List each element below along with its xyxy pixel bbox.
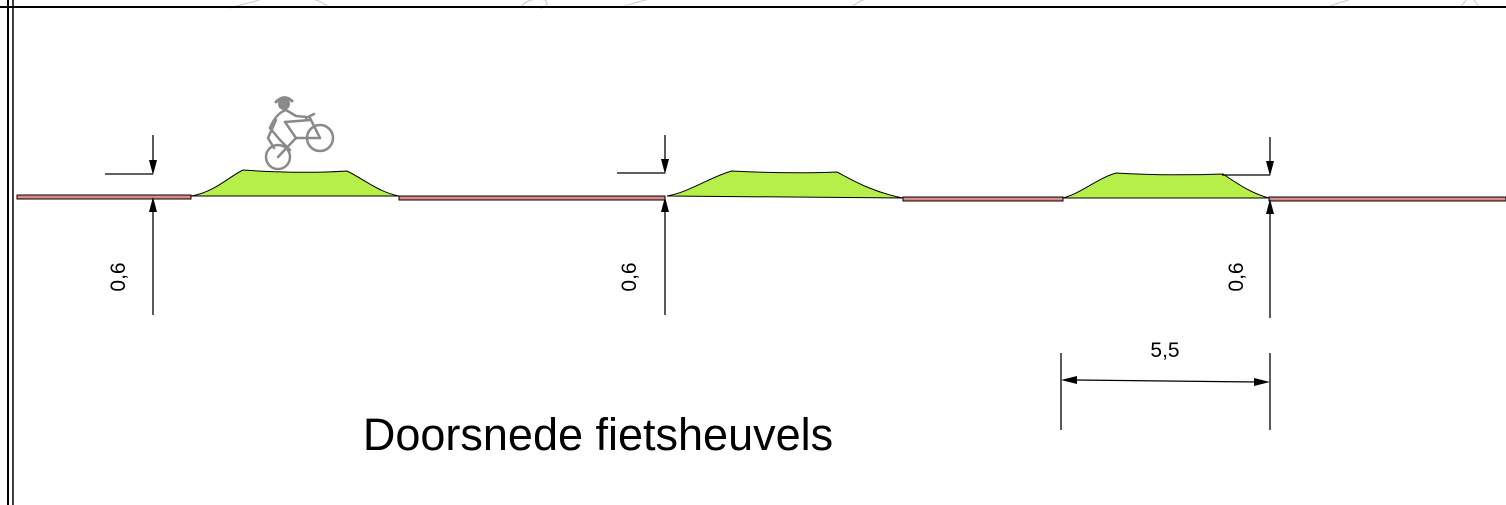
hill-3 [1062, 172, 1270, 199]
hill-2 [666, 170, 904, 199]
dimension-label-middle: 0,6 [618, 262, 641, 291]
cyclist-icon [264, 96, 335, 171]
arrowheads [149, 159, 1274, 386]
hill-1 [190, 169, 400, 197]
path-strip-2 [398, 195, 666, 201]
path-strip-4 [1268, 196, 1506, 202]
hills [190, 169, 1270, 199]
dimension-label-width: 5,5 [1150, 339, 1179, 362]
drawing-title: Doorsnede fietsheuvels [363, 409, 833, 460]
path-strip-3 [902, 196, 1064, 202]
path-strips [16, 194, 1506, 202]
dimension-label-right: 0,6 [1225, 262, 1248, 291]
path-strip-1 [16, 194, 192, 200]
dimension-label-left: 0,6 [107, 262, 130, 291]
